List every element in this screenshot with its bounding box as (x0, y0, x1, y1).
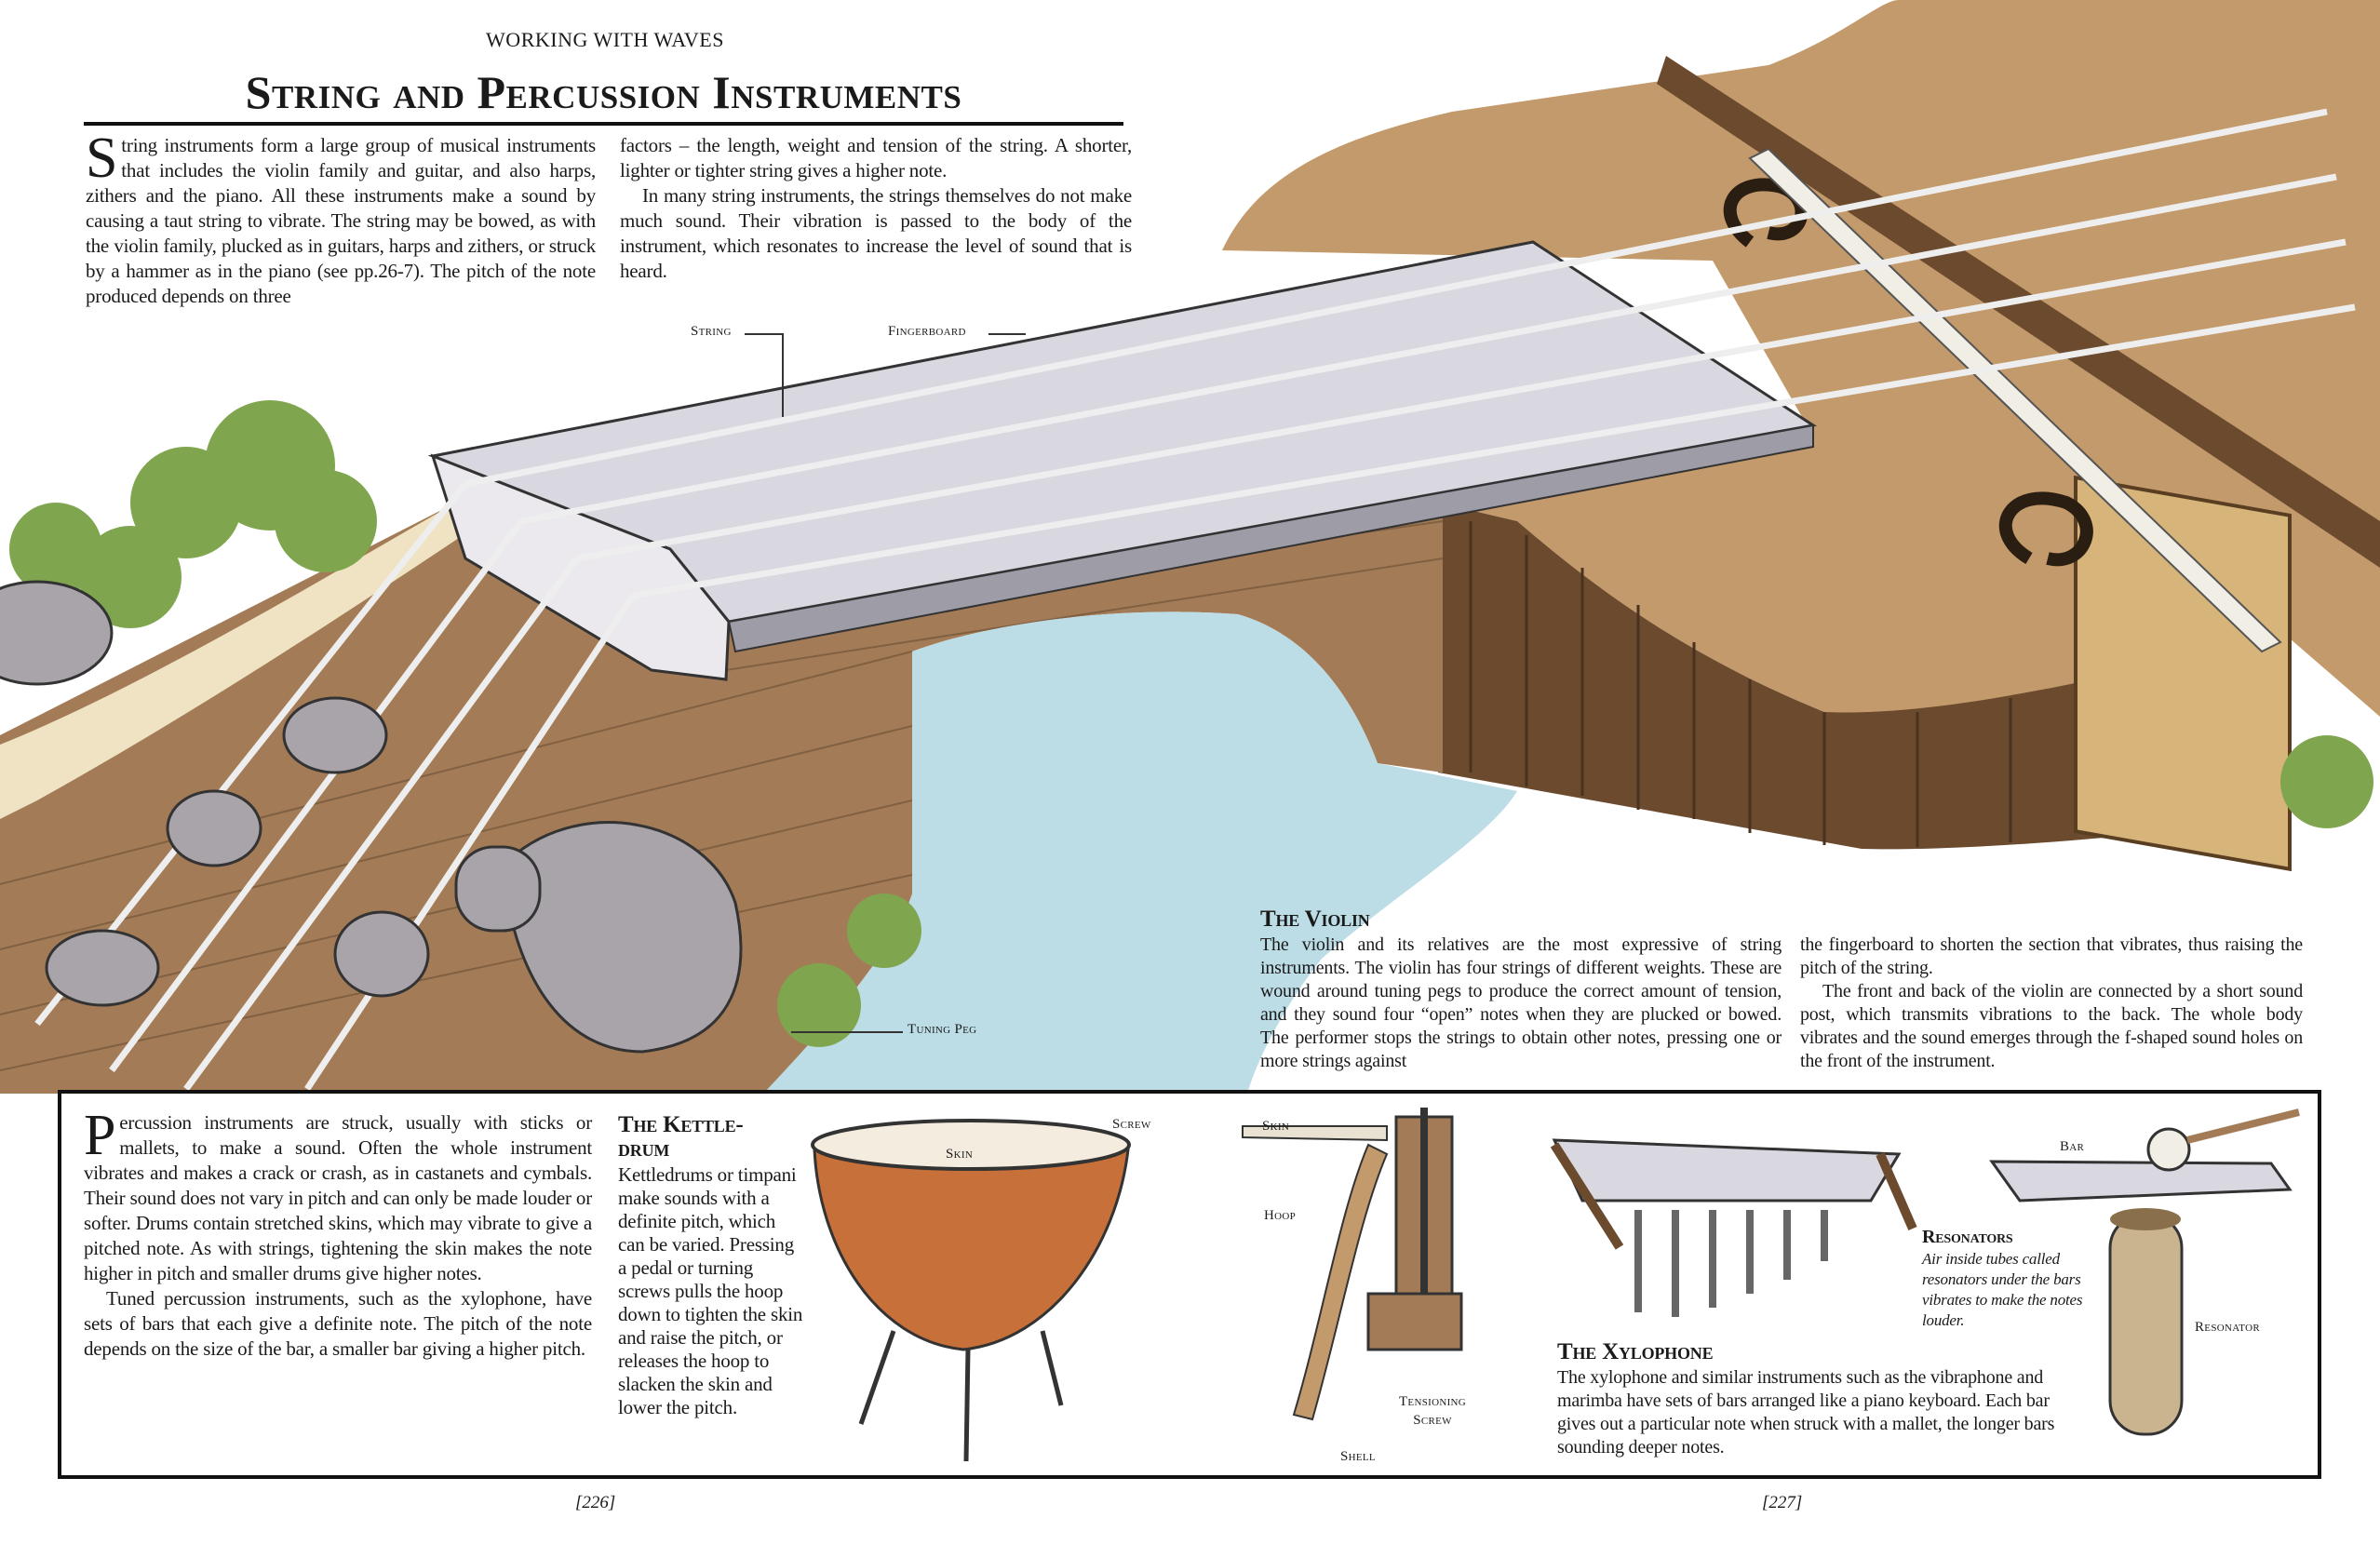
label-resonator: Resonator (2195, 1320, 2260, 1335)
xylophone-heading: The Xylophone (1557, 1339, 1714, 1364)
river (763, 611, 1517, 1094)
label-skin-detail: Skin (1262, 1119, 1290, 1134)
percussion-panel (58, 1090, 2321, 1479)
percussion-text-2: Tuned percussion instruments, such as th… (84, 1287, 592, 1360)
kettledrum-heading: The Kettle-drum (618, 1112, 744, 1162)
resonators-note: Resonators Air inside tubes called reson… (1922, 1227, 2094, 1331)
label-tuning-peg: Tuning Peg (908, 1022, 977, 1037)
label-string: String (691, 324, 732, 339)
trees (9, 400, 2373, 1047)
violin-bridge (2074, 475, 2292, 872)
resonators-heading: Resonators (1922, 1227, 2013, 1247)
intro-text-3: In many string instruments, the strings … (620, 184, 1132, 282)
xylophone-section: The Xylophone The xylophone and similar … (1557, 1340, 2088, 1459)
page-number-left: [226] (575, 1493, 616, 1512)
f-hole-bottom (1998, 491, 2093, 567)
fingerboard (427, 240, 1817, 681)
intro-column-2: factors – the length, weight and tension… (620, 133, 1132, 284)
label-skin: Skin (946, 1147, 974, 1162)
violin-text-3: The front and back of the violin are con… (1800, 981, 2303, 1071)
label-fingerboard: Fingerboard (888, 324, 966, 339)
violin-section: The Violin The violin and its relatives … (1260, 907, 1782, 1073)
violin-text-1: The violin and its relatives are the mos… (1260, 934, 1782, 1071)
violin-section-col2: the fingerboard to shorten the section t… (1800, 934, 2303, 1073)
violin-body (1222, 0, 2380, 872)
title-rule (84, 122, 1123, 126)
percussion-text-1: ercussion instruments are struck, usuall… (84, 1111, 592, 1284)
violin-heading: The Violin (1260, 907, 1370, 932)
violin-text-2: the fingerboard to shorten the section t… (1800, 934, 2303, 978)
section-header: WORKING WITH WAVES (486, 28, 724, 51)
label-tensioning-screw: Tensioning Screw (1398, 1394, 1467, 1428)
intro-text-1: tring instruments form a large group of … (86, 134, 596, 307)
label-shell: Shell (1340, 1449, 1376, 1464)
drop-cap-p: P (84, 1104, 116, 1167)
label-screw: Screw (1112, 1117, 1151, 1132)
label-bar: Bar (2060, 1139, 2085, 1154)
strings (34, 108, 2356, 1092)
resonators-text: Air inside tubes called resonators under… (1922, 1250, 2083, 1329)
page-title: String and Percussion Instruments (245, 66, 962, 118)
tuning-pegs (0, 580, 743, 1054)
intro-text-2: factors – the length, weight and tension… (620, 134, 1132, 181)
kettledrum-section: The Kettle-drum Kettledrums or timpani m… (618, 1113, 804, 1419)
drop-cap: S (86, 127, 118, 190)
violin-bow (1657, 56, 2380, 568)
page-number-right: [227] (1762, 1493, 1803, 1512)
kettledrum-text: Kettledrums or timpani make sounds with … (618, 1163, 803, 1418)
xylophone-text: The xylophone and similar instruments su… (1557, 1367, 2055, 1458)
label-hoop: Hoop (1264, 1208, 1297, 1223)
